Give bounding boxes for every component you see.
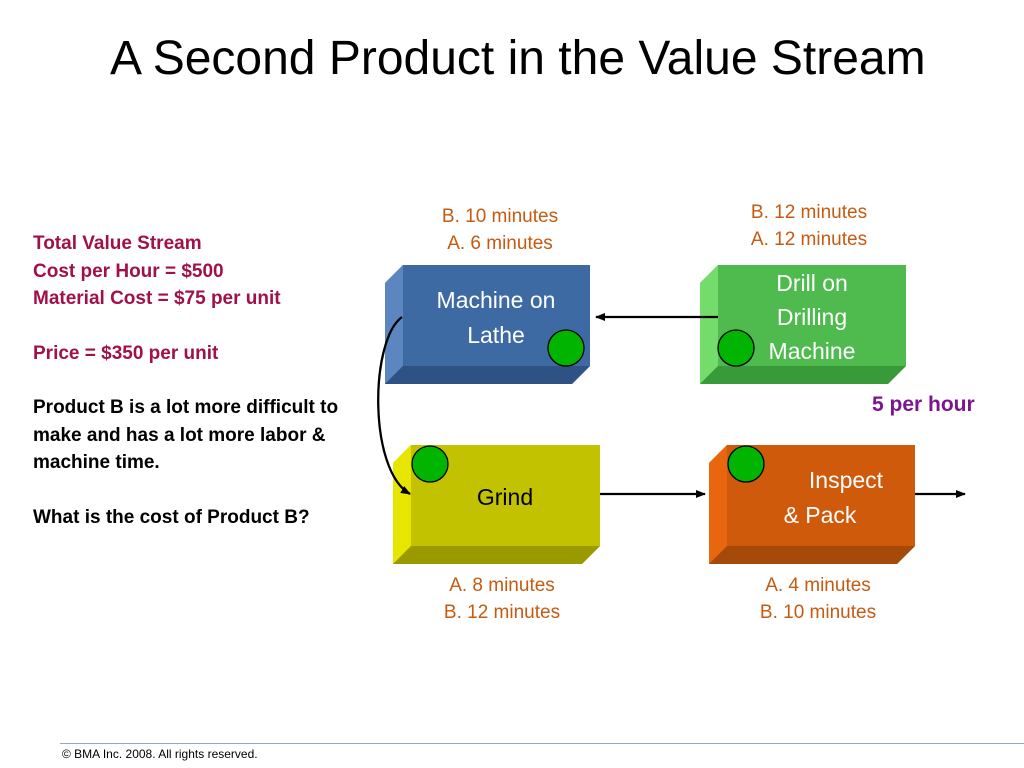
drill-circle-icon xyxy=(717,329,755,367)
lathe-time-a: A. 6 minutes xyxy=(447,233,553,254)
rate-label: 5 per hour xyxy=(872,393,975,416)
lathe-box: Machine on Lathe xyxy=(385,265,590,384)
stream-label: Total Value Stream xyxy=(33,233,202,254)
lathe-label-2: Lathe xyxy=(467,322,525,348)
left-panel: Total Value Stream Cost per Hour = $500 … xyxy=(33,230,368,531)
lathe-label-1: Machine on xyxy=(437,287,556,313)
drill-time-a: A. 12 minutes xyxy=(750,229,868,250)
inspect-label-1: Inspect xyxy=(809,467,884,493)
inspect-time-a: A. 4 minutes xyxy=(765,575,871,596)
cost-per-hour: Cost per Hour = $500 xyxy=(33,260,224,282)
drill-box: Drill on Drilling Machine xyxy=(700,265,906,384)
material-cost: Material Cost = $75 per unit xyxy=(33,288,281,309)
lathe-times: B. 10 minutes A. 6 minutes xyxy=(400,203,600,257)
grind-time-a: A. 8 minutes xyxy=(449,575,555,596)
arrow-lathe-to-grind xyxy=(377,316,411,495)
drill-label-1: Drill on xyxy=(776,270,848,296)
grind-label: Grind xyxy=(477,484,533,510)
lathe-time-b: B. 10 minutes xyxy=(441,206,559,227)
grind-times: A. 8 minutes B. 12 minutes xyxy=(402,572,602,626)
price: Price = $350 per unit xyxy=(33,342,219,364)
lathe-circle-icon xyxy=(547,329,585,367)
inspect-circle-icon xyxy=(727,445,765,483)
footer-divider xyxy=(60,743,1024,744)
inspect-label-2: & Pack xyxy=(784,502,857,528)
question: What is the cost of Product B? xyxy=(33,506,310,528)
inspect-times: A. 4 minutes B. 10 minutes xyxy=(718,572,918,626)
slide-title: A Second Product in the Value Stream xyxy=(110,32,926,85)
drill-times: B. 12 minutes A. 12 minutes xyxy=(709,199,909,253)
grind-circle-icon xyxy=(411,445,449,483)
drill-label-3: Machine xyxy=(769,338,856,364)
drill-label-2: Drilling xyxy=(777,304,847,330)
drill-time-b: B. 12 minutes xyxy=(750,202,868,223)
product-b-description: Product B is a lot more difficult to mak… xyxy=(33,397,339,473)
grind-time-b: B. 12 minutes xyxy=(443,602,561,623)
inspect-time-b: B. 10 minutes xyxy=(759,602,877,623)
copyright-footer: © BMA Inc. 2008. All rights reserved. xyxy=(62,747,258,761)
